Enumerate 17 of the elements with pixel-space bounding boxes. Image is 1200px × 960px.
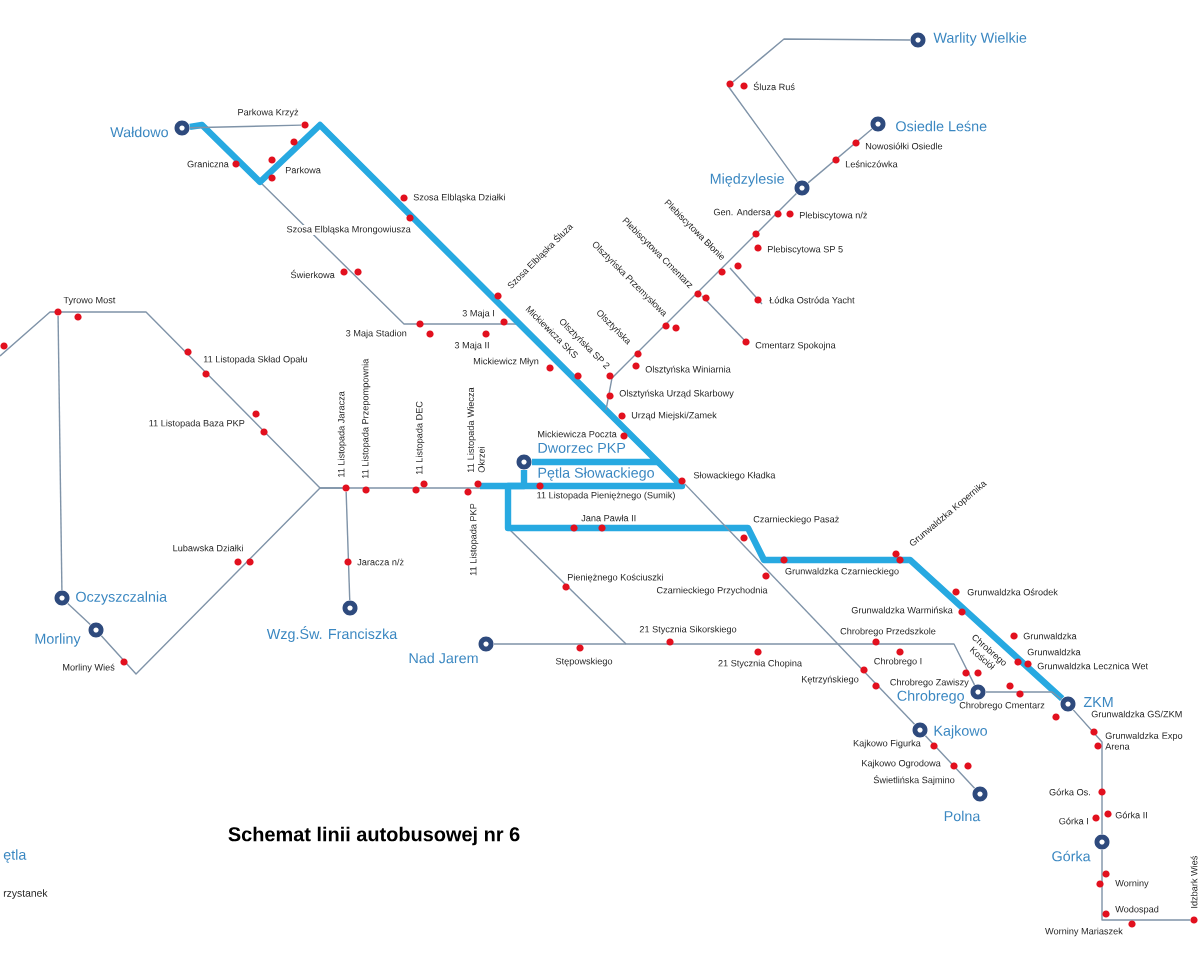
diagram-title: Schemat linii autobusowej nr 6 bbox=[228, 826, 520, 846]
route-line bbox=[504, 469, 1065, 702]
route-line bbox=[67, 602, 91, 626]
route-line bbox=[189, 121, 662, 466]
route-line bbox=[807, 128, 873, 184]
route-line bbox=[345, 491, 351, 601]
route-line bbox=[57, 315, 63, 591]
route-line bbox=[605, 192, 798, 411]
route-line bbox=[493, 643, 976, 686]
route-line bbox=[684, 483, 916, 725]
route-line bbox=[924, 735, 976, 789]
route-line bbox=[727, 38, 911, 183]
route-line bbox=[100, 487, 343, 675]
route-line bbox=[1072, 709, 1103, 835]
route-line bbox=[189, 124, 302, 129]
route-line bbox=[1101, 849, 1191, 921]
route-line bbox=[985, 691, 1063, 700]
